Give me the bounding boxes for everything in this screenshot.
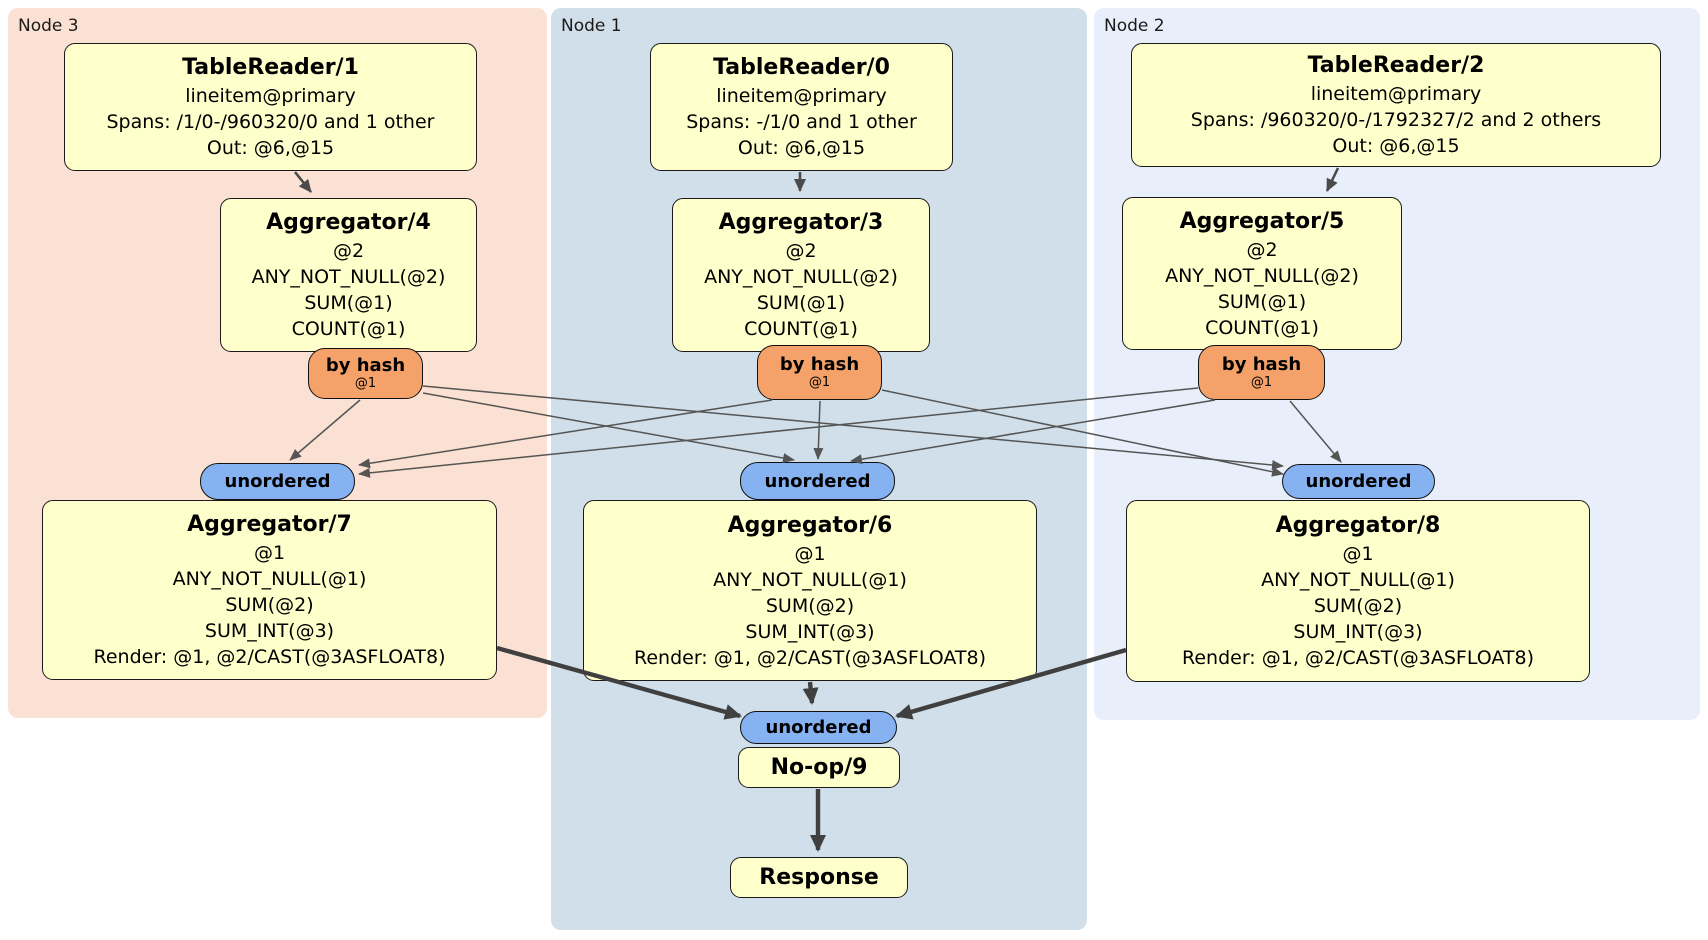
node-detail: ANY_NOT_NULL(@1) (172, 568, 367, 590)
node-detail: COUNT(@1) (1205, 316, 1319, 339)
node-detail: Render: @1, @2/CAST(@3ASFLOAT8) (93, 646, 446, 668)
node-title: No-op/9 (770, 754, 868, 780)
node-title: Aggregator/4 (266, 210, 431, 235)
node-detail: @2 (1246, 238, 1278, 261)
node-aggregator-4: Aggregator/4 @2 ANY_NOT_NULL(@2) SUM(@1)… (220, 198, 477, 352)
node-detail: @2 (785, 240, 817, 262)
router-label: by hash (1221, 354, 1302, 375)
node-detail: SUM_INT(@3) (1293, 621, 1423, 643)
node-detail: Out: @6,@15 (206, 137, 335, 159)
router-by-hash-node2: by hash @1 (1198, 345, 1325, 400)
node-detail: COUNT(@1) (744, 318, 858, 340)
node-noop-9: No-op/9 (738, 747, 900, 788)
node-tablereader-1: TableReader/1 lineitem@primary Spans: /1… (64, 43, 477, 171)
node-detail: ANY_NOT_NULL(@2) (1165, 264, 1359, 287)
sync-unordered-node3: unordered (200, 463, 355, 500)
node-detail: ANY_NOT_NULL(@1) (713, 568, 907, 591)
node-title: TableReader/0 (713, 55, 890, 80)
sync-label: unordered (1305, 471, 1412, 492)
node-title: Aggregator/6 (727, 512, 893, 538)
router-label: by hash (325, 355, 406, 376)
router-key: @1 (808, 375, 831, 390)
region-label-node-1: Node 1 (561, 16, 622, 36)
sync-unordered-final: unordered (740, 711, 897, 744)
sync-label: unordered (224, 471, 331, 492)
node-title: Aggregator/8 (1275, 513, 1441, 538)
node-detail: SUM(@1) (1217, 290, 1307, 313)
node-detail: Out: @6,@15 (737, 137, 866, 159)
node-detail: Out: @6,@15 (1332, 135, 1460, 157)
sync-label: unordered (764, 470, 871, 492)
router-by-hash-node3: by hash @1 (308, 348, 423, 399)
node-title: Aggregator/5 (1179, 208, 1345, 234)
node-detail: Render: @1, @2/CAST(@3ASFLOAT8) (1182, 647, 1534, 669)
region-label-node-2: Node 2 (1104, 16, 1165, 36)
node-aggregator-8: Aggregator/8 @1 ANY_NOT_NULL(@1) SUM(@2)… (1126, 500, 1590, 682)
region-label-node-3: Node 3 (18, 16, 79, 36)
node-detail: SUM(@1) (304, 292, 393, 314)
router-by-hash-node1: by hash @1 (757, 345, 882, 400)
sync-unordered-node2: unordered (1282, 464, 1435, 499)
node-detail: SUM(@1) (756, 292, 846, 314)
node-detail: Spans: /960320/0-/1792327/2 and 2 others (1190, 109, 1602, 131)
node-detail: @2 (332, 240, 365, 262)
node-detail: @1 (1342, 543, 1374, 565)
node-detail: @1 (253, 542, 286, 564)
node-detail: SUM(@2) (1313, 595, 1403, 617)
sync-label: unordered (765, 717, 872, 738)
node-detail: SUM(@2) (225, 594, 314, 616)
node-aggregator-3: Aggregator/3 @2 ANY_NOT_NULL(@2) SUM(@1)… (672, 198, 930, 352)
sync-unordered-node1: unordered (740, 462, 895, 500)
node-title: TableReader/1 (182, 55, 359, 80)
node-detail: SUM_INT(@3) (204, 620, 335, 642)
node-detail: lineitem@primary (716, 85, 887, 107)
node-aggregator-5: Aggregator/5 @2 ANY_NOT_NULL(@2) SUM(@1)… (1122, 197, 1402, 350)
node-response: Response (730, 857, 908, 898)
node-title: Aggregator/3 (718, 210, 884, 235)
router-label: by hash (779, 354, 860, 375)
node-tablereader-0: TableReader/0 lineitem@primary Spans: -/… (650, 43, 953, 171)
node-detail: Spans: /1/0-/960320/0 and 1 other (106, 111, 435, 133)
node-title: TableReader/2 (1307, 53, 1485, 78)
node-detail: Spans: -/1/0 and 1 other (686, 111, 917, 133)
node-detail: ANY_NOT_NULL(@2) (251, 266, 446, 288)
node-title: Aggregator/7 (187, 512, 352, 537)
node-tablereader-2: TableReader/2 lineitem@primary Spans: /9… (1131, 43, 1661, 167)
node-detail: lineitem@primary (1310, 83, 1482, 105)
router-key: @1 (354, 376, 377, 391)
node-detail: lineitem@primary (185, 85, 356, 107)
router-key: @1 (1250, 375, 1273, 390)
node-aggregator-7: Aggregator/7 @1 ANY_NOT_NULL(@1) SUM(@2)… (42, 500, 497, 680)
node-detail: ANY_NOT_NULL(@2) (704, 266, 898, 288)
node-detail: ANY_NOT_NULL(@1) (1261, 569, 1455, 591)
node-aggregator-6: Aggregator/6 @1 ANY_NOT_NULL(@1) SUM(@2)… (583, 500, 1037, 681)
node-detail: Render: @1, @2/CAST(@3ASFLOAT8) (634, 646, 986, 669)
node-detail: COUNT(@1) (291, 318, 406, 340)
node-title: Response (759, 864, 879, 890)
node-detail: SUM(@2) (765, 594, 855, 617)
node-detail: @1 (794, 542, 826, 565)
node-detail: SUM_INT(@3) (745, 620, 875, 643)
